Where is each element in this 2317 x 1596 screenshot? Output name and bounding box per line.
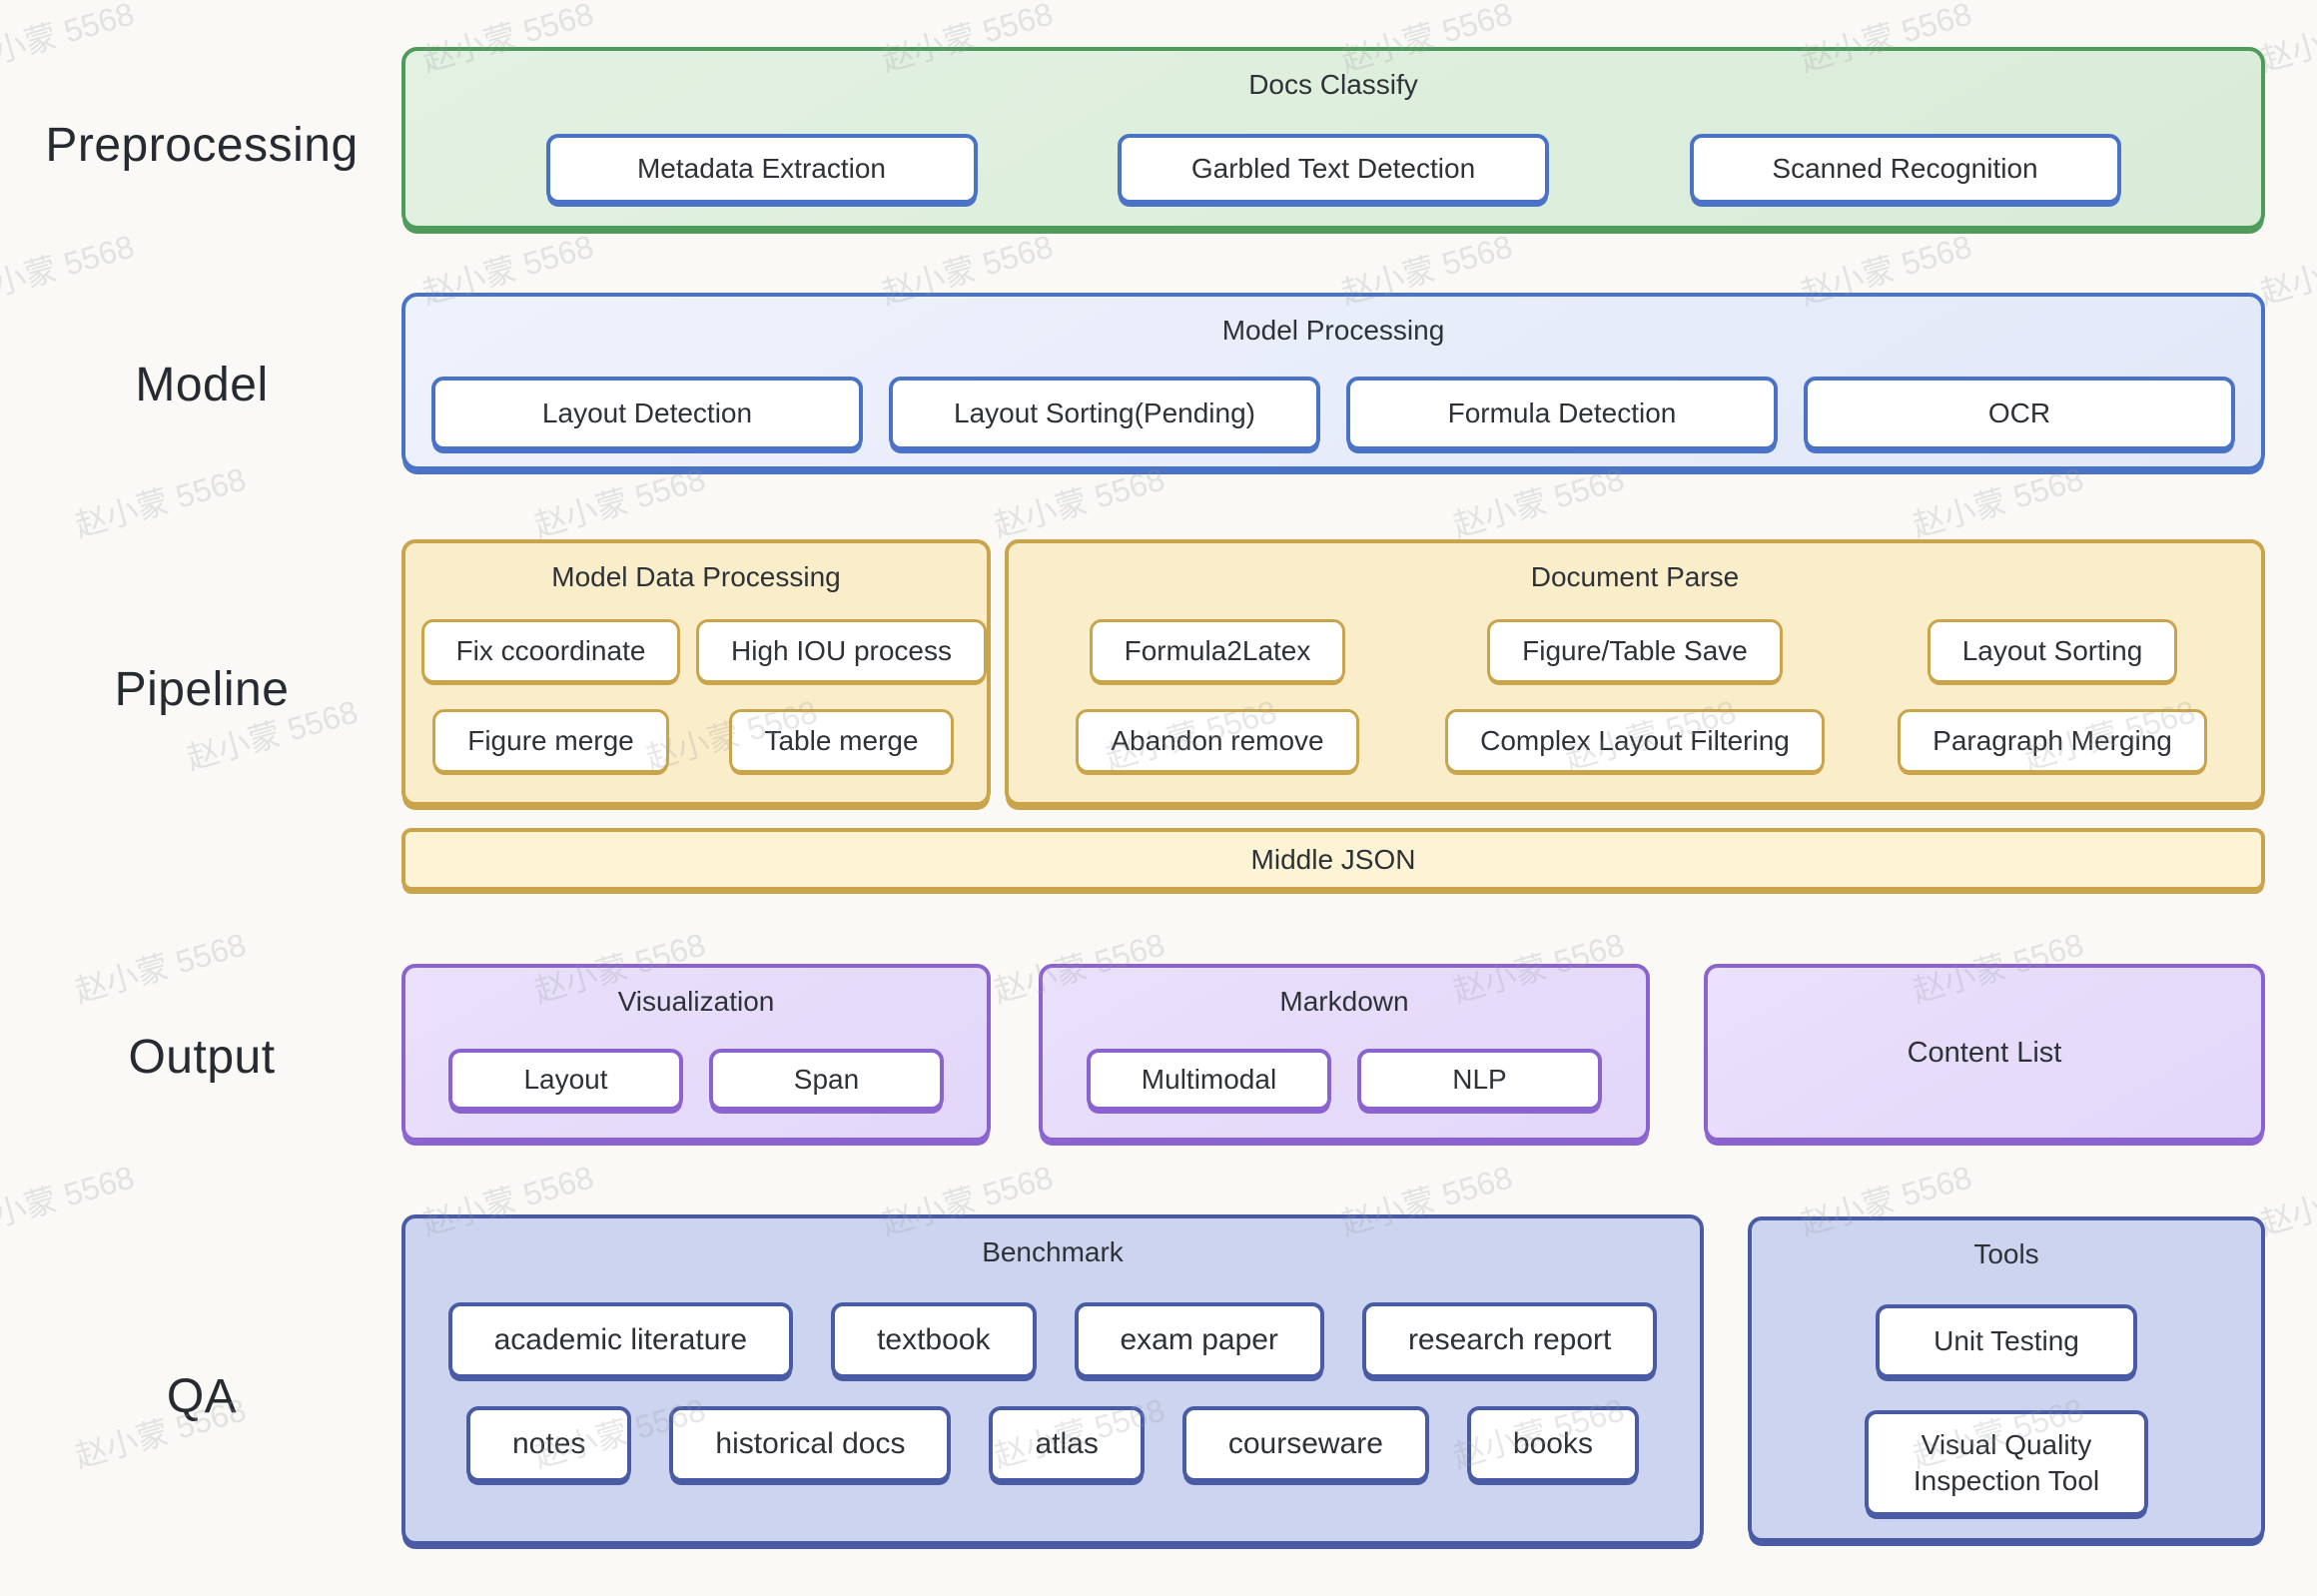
watermark-text: 赵小蒙 5568 [2256,228,2317,312]
document-parse-title: Document Parse [1530,561,1740,592]
node-nlp: NLP [1357,1049,1602,1111]
node-formula2latex: Formula2Latex [1089,619,1346,683]
node-courseware: courseware [1181,1406,1429,1482]
watermark-text: 赵小蒙 5568 [0,228,139,312]
node-figure-table-save: Figure/Table Save [1487,619,1783,683]
node-layout: Layout [448,1049,683,1111]
watermark-text: 赵小蒙 5568 [71,926,251,1010]
node-historical-docs: historical docs [669,1406,952,1482]
node-visual-quality-inspection-tool: Visual Quality Inspection Tool [1865,1410,2148,1516]
visualization-title: Visualization [617,986,775,1017]
model-data-processing-container: Model Data Processing Fix ccoordinate Hi… [401,539,991,806]
markdown-title: Markdown [1279,986,1409,1017]
node-span: Span [709,1049,944,1111]
markdown-container: Markdown Multimodal NLP [1039,964,1650,1142]
node-paragraph-merging: Paragraph Merging [1898,709,2207,773]
tools-container: Tools Unit Testing Visual Quality Inspec… [1748,1216,2265,1542]
node-textbook: textbook [831,1302,1037,1378]
node-notes: notes [466,1406,632,1482]
visualization-container: Visualization Layout Span [401,964,991,1142]
stage-label-pipeline: Pipeline [114,662,290,716]
content-list-title: Content List [1907,1036,2062,1069]
node-atlas: atlas [989,1406,1145,1482]
stage-label-output: Output [128,1030,276,1084]
model-processing-container: Model Processing Layout Detection Layout… [401,293,2265,470]
node-ocr: OCR [1804,377,2235,450]
benchmark-title: Benchmark [982,1236,1124,1267]
node-layout-detection: Layout Detection [431,377,863,450]
node-figure-merge: Figure merge [432,709,669,773]
node-books: books [1466,1406,1639,1482]
node-table-merge: Table merge [729,709,954,773]
node-scanned-recognition: Scanned Recognition [1689,134,2121,204]
node-multimodal: Multimodal [1087,1049,1331,1111]
node-layout-sorting: Layout Sorting [1927,619,2178,683]
docs-classify-container: Docs Classify Metadata Extraction Garble… [401,47,2265,230]
node-research-report: research report [1361,1302,1658,1378]
benchmark-container: Benchmark academic literature textbook e… [401,1214,1704,1545]
model-processing-title: Model Processing [1221,315,1445,346]
node-unit-testing: Unit Testing [1876,1304,2137,1378]
node-garbled-text-detection: Garbled Text Detection [1118,134,1549,204]
docs-classify-title: Docs Classify [1248,69,1418,100]
watermark-text: 赵小蒙 5568 [0,0,139,79]
middle-json-bar: Middle JSON [401,828,2265,891]
document-parse-container: Document Parse Formula2Latex Figure/Tabl… [1005,539,2265,806]
stage-label-qa: QA [166,1369,238,1423]
node-formula-detection: Formula Detection [1346,377,1778,450]
node-layout-sorting-pending: Layout Sorting(Pending) [889,377,1320,450]
node-metadata-extraction: Metadata Extraction [545,134,978,204]
model-data-processing-title: Model Data Processing [551,561,841,592]
tools-title: Tools [1973,1238,2039,1269]
watermark-text: 赵小蒙 5568 [71,460,251,544]
middle-json-title: Middle JSON [1250,843,1416,875]
content-list-container: Content List [1704,964,2265,1142]
stage-label-model: Model [135,358,269,411]
node-high-iou-process: High IOU process [696,619,987,683]
node-complex-layout-filtering: Complex Layout Filtering [1445,709,1825,773]
node-academic-literature: academic literature [447,1302,794,1378]
watermark-text: 赵小蒙 5568 [0,1159,139,1242]
node-exam-paper: exam paper [1074,1302,1324,1378]
node-fix-ccoordinate: Fix ccoordinate [420,619,681,683]
node-abandon-remove: Abandon remove [1076,709,1359,773]
stage-label-preprocessing: Preprocessing [45,118,359,172]
